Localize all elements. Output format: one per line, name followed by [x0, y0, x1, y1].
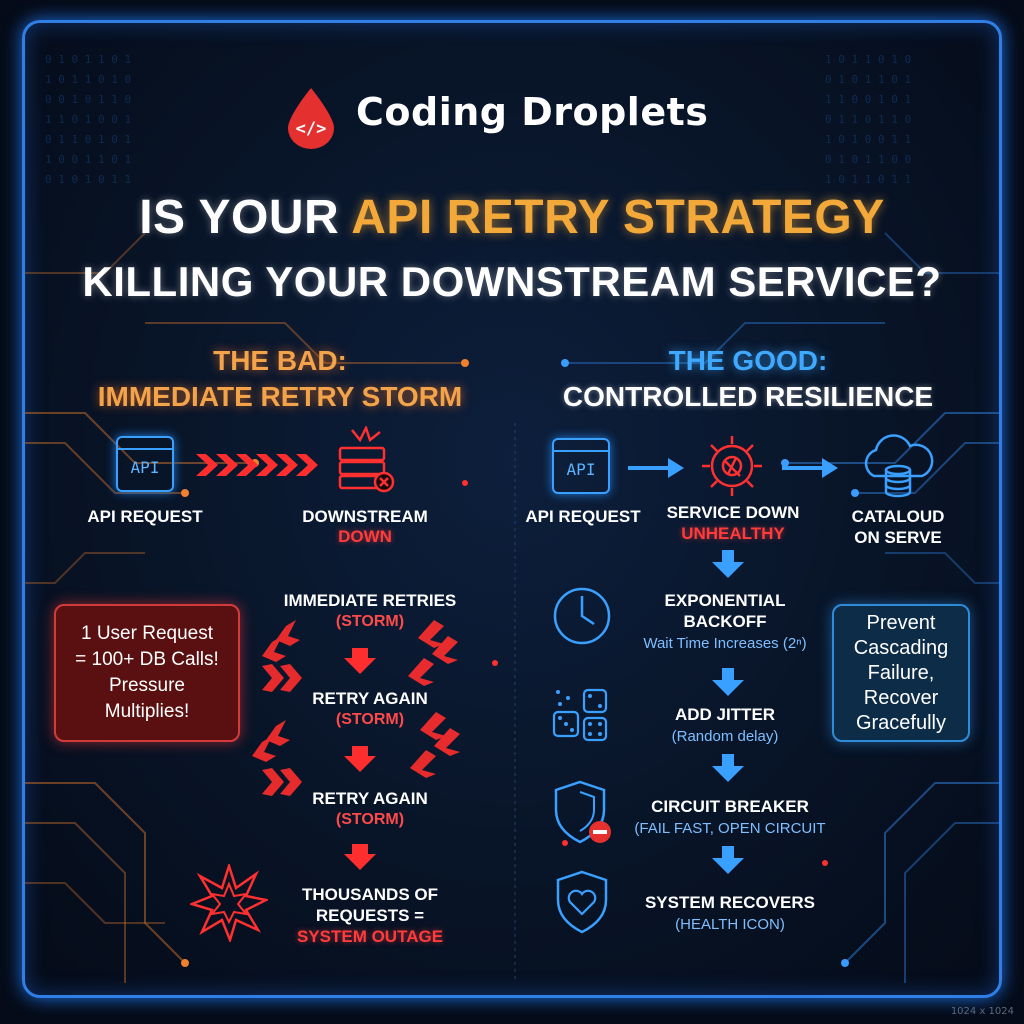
code-droplet-icon: </>	[288, 88, 334, 149]
good-callout-box: Prevent Cascading Failure, Recover Grace…	[832, 604, 970, 742]
clock-icon	[553, 587, 611, 645]
retry-step-1: IMMEDIATE RETRIES	[283, 591, 457, 610]
backoff-subtitle: Wait Time Increases (2ⁿ)	[643, 635, 807, 652]
bad-callout-line-1: 1 User Request	[80, 623, 213, 644]
good-callout-line-2: Cascading	[853, 636, 949, 659]
bad-callout-line-3: Pressure	[108, 675, 185, 696]
circuit-breaker-title: CIRCUIT BREAKER	[651, 797, 809, 816]
outcome-line-3: SYSTEM OUTAGE	[296, 927, 444, 946]
good-flow-arrows	[712, 550, 744, 874]
svg-text:0 1 0 1 1 0 1: 0 1 0 1 1 0 1	[825, 73, 911, 86]
bad-title-2: IMMEDIATE RETRY STORM	[97, 381, 463, 412]
retry-step-3-sub: (STORM)	[335, 811, 405, 828]
system-recovers-subtitle: (HEALTH ICON)	[675, 916, 785, 933]
flow-arrow-1	[628, 458, 684, 478]
service-gear-icon	[702, 436, 762, 496]
svg-text:0 1 0 1 1 0 1: 0 1 0 1 1 0 1	[45, 53, 131, 66]
outcome-line-1: THOUSANDS OF	[302, 885, 438, 904]
good-callout-line-1: Prevent	[866, 611, 936, 634]
retry-step-2-sub: (STORM)	[335, 711, 405, 728]
size-tag: 1024 x 1024	[950, 1006, 1014, 1017]
svg-text:1 0 1 0 0 1 1: 1 0 1 0 0 1 1	[825, 133, 911, 146]
jitter-subtitle: (Random delay)	[671, 728, 779, 745]
backoff-title-1: EXPONENTIAL	[664, 591, 786, 610]
good-callout-line-5: Gracefully	[855, 711, 946, 734]
bad-title-1: THE BAD:	[213, 345, 347, 376]
api-icon-text-good: API	[566, 460, 596, 479]
downstream-server-down-icon	[338, 426, 395, 493]
api-request-icon-good: API	[552, 438, 610, 494]
heart-shield-icon	[556, 870, 608, 934]
retry-step-1-sub: (STORM)	[335, 613, 405, 630]
bad-callout-line-2: = 100+ DB Calls!	[75, 649, 219, 670]
cloud-label-2: ON SERVE	[854, 528, 942, 547]
flow-arrow-2	[782, 458, 838, 478]
shield-breaker-icon	[554, 780, 611, 844]
svg-text:0 1 0 1 1 0 0: 0 1 0 1 1 0 0	[825, 153, 911, 166]
api-request-label-bad: API REQUEST	[87, 507, 203, 526]
headline-line-1: IS YOUR API RETRY STRATEGY	[40, 190, 984, 246]
bad-callout-box: 1 User Request = 100+ DB Calls! Pressure…	[54, 604, 240, 742]
dice-icon	[552, 688, 608, 742]
good-title-1: THE GOOD:	[668, 345, 828, 376]
svg-text:1 0 1 1 0 1 0: 1 0 1 1 0 1 0	[45, 73, 131, 86]
explosion-icon	[190, 864, 268, 942]
svg-text:1 0 1 1 0 1 0: 1 0 1 1 0 1 0	[825, 53, 911, 66]
svg-text:0 1 0 1 0 1 1: 0 1 0 1 0 1 1	[45, 173, 131, 186]
retry-storm-arrows	[252, 620, 460, 870]
svg-text:0 1 1 0 1 1 0: 0 1 1 0 1 1 0	[825, 113, 911, 126]
circuit-background: 0 1 0 1 1 0 1 1 0 1 1 0 1 0 0 0 1 0 1 1 0…	[25, 53, 999, 983]
retry-storm-arrow	[196, 454, 318, 476]
retry-step-3: RETRY AGAIN	[312, 789, 428, 808]
headline-line-2: KILLING YOUR DOWNSTREAM SERVICE?	[82, 258, 942, 305]
svg-text:</>: </>	[296, 119, 327, 139]
svg-text:1 1 0 1 0 0 1: 1 1 0 1 0 0 1	[45, 113, 131, 126]
bad-callout-line-4: Multiplies!	[104, 701, 190, 722]
service-down-label: SERVICE DOWN	[666, 503, 800, 522]
headline-highlight: API RETRY STRATEGY	[351, 191, 885, 244]
cloud-label-1: CATALOUD	[851, 507, 945, 526]
downstream-label: DOWNSTREAM	[302, 507, 428, 526]
jitter-title: ADD JITTER	[674, 705, 776, 724]
svg-text:1 0 0 1 1 0 1: 1 0 0 1 1 0 1	[45, 153, 131, 166]
outcome-line-2: REQUESTS =	[315, 906, 425, 925]
brand-name: Coding Droplets	[356, 90, 709, 134]
svg-text:0 0 1 0 1 1 0: 0 0 1 0 1 1 0	[45, 93, 131, 106]
service-down-status: UNHEALTHY	[681, 524, 785, 543]
svg-text:1 0 1 1 0 1 1: 1 0 1 1 0 1 1	[825, 173, 911, 186]
svg-text:0 1 1 0 1 0 1: 0 1 1 0 1 0 1	[45, 133, 131, 146]
system-recovers-title: SYSTEM RECOVERS	[644, 893, 816, 912]
api-request-label-good: API REQUEST	[525, 507, 641, 526]
good-callout-line-4: Recover	[863, 686, 939, 709]
backoff-title-2: BACKOFF	[683, 612, 767, 631]
api-icon-text-bad: API	[130, 458, 160, 477]
api-request-icon-bad: API	[116, 436, 174, 492]
good-callout-line-3: Failure,	[867, 661, 935, 684]
good-title-2: CONTROLLED RESILIENCE	[562, 381, 934, 412]
cloud-database-icon	[864, 434, 934, 498]
circuit-breaker-subtitle: (FAIL FAST, OPEN CIRCUIT	[634, 820, 826, 837]
retry-step-2: RETRY AGAIN	[312, 689, 428, 708]
headline-prefix: IS YOUR	[139, 191, 352, 244]
infographic-frame: 0 1 0 1 1 0 1 1 0 1 1 0 1 0 0 0 1 0 1 1 0…	[22, 20, 1002, 998]
svg-text:1 1 0 0 1 0 1: 1 1 0 0 1 0 1	[825, 93, 911, 106]
downstream-status: DOWN	[338, 527, 392, 546]
